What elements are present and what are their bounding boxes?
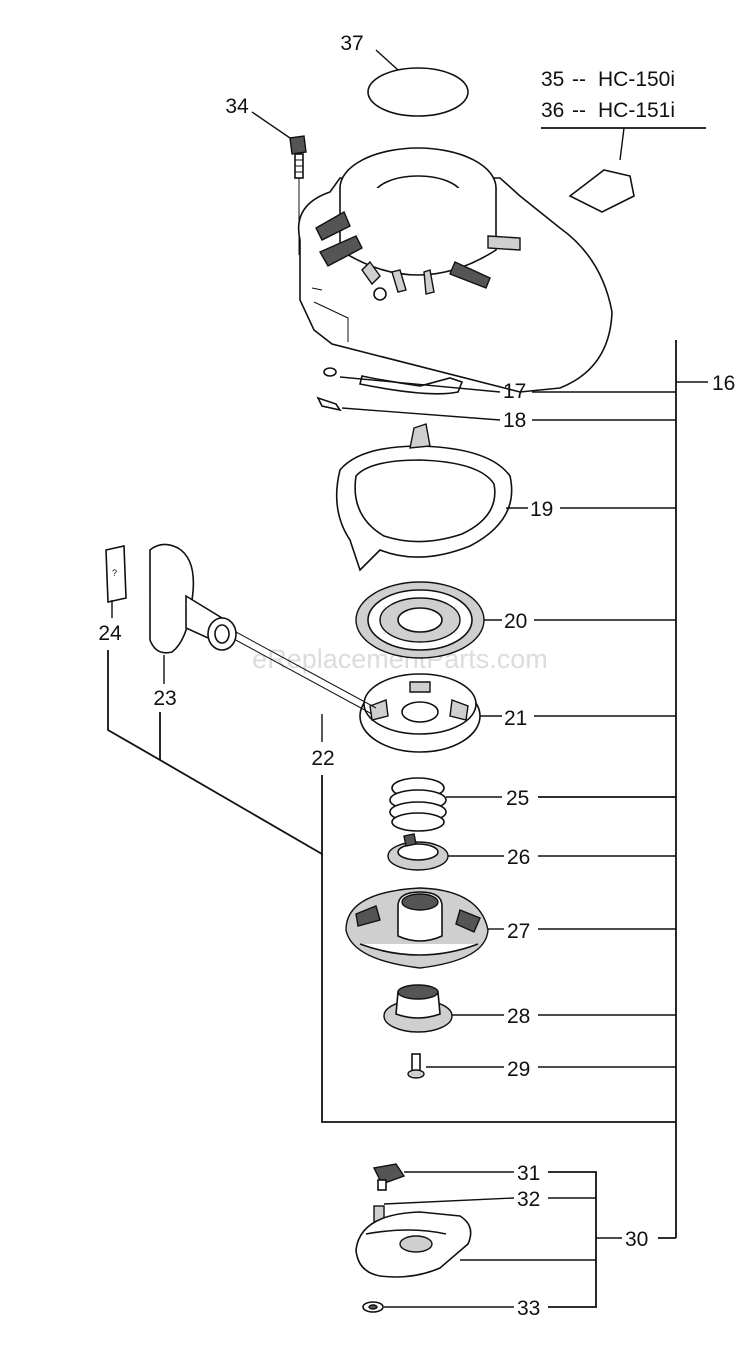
part-28-drive-hub — [383, 984, 453, 1033]
callout-37: 37 — [340, 32, 363, 55]
variant-legend: 35 -- HC-150i 36 -- HC-151i — [541, 68, 706, 161]
callout-16: 16 — [712, 372, 735, 395]
part-19-guide-ring — [335, 423, 513, 572]
callout-34: 34 — [225, 95, 249, 118]
part-20-recoil-spring — [355, 581, 485, 659]
callout-21: 21 — [504, 707, 527, 730]
variant-36-number: 36 — [541, 99, 564, 122]
part-21-pulley — [359, 673, 481, 753]
svg-text:?: ? — [112, 568, 117, 578]
variant-35-number: 35 — [541, 68, 564, 91]
part-16-fan-housing — [297, 147, 613, 393]
callout-26: 26 — [507, 846, 530, 869]
part-23-starter-handle — [149, 543, 237, 654]
part-33-clip — [362, 1301, 384, 1313]
callout-22: 22 — [311, 747, 334, 770]
part-29-screw — [407, 1053, 425, 1079]
part-24-handle-insert: ? — [105, 545, 127, 603]
variant-36-model: HC-151i — [598, 99, 675, 122]
part-27-pawl-assembly — [345, 887, 489, 969]
variant-35-separator: -- — [572, 68, 586, 91]
part-37-gasket — [367, 67, 469, 117]
variant-36-separator: -- — [572, 99, 586, 122]
variant-35-model: HC-150i — [598, 68, 675, 91]
part-17-washer — [323, 367, 464, 395]
callout-29: 29 — [507, 1058, 530, 1081]
callout-20: 20 — [504, 610, 527, 633]
callout-33: 33 — [517, 1297, 540, 1320]
callout-32: 32 — [517, 1188, 540, 1211]
part-25-spring — [389, 777, 447, 832]
part-26-retainer — [387, 833, 449, 871]
callout-24: 24 — [98, 622, 122, 645]
callout-27: 27 — [507, 920, 530, 943]
callout-19: 19 — [530, 498, 553, 521]
callout-25: 25 — [506, 787, 529, 810]
part-35-36-decal — [568, 169, 635, 213]
callout-30: 30 — [625, 1228, 648, 1251]
part-18-pin — [316, 396, 342, 412]
part-31-knob — [372, 1163, 406, 1191]
part-34-bolt — [289, 135, 307, 255]
callout-23: 23 — [153, 687, 176, 710]
callout-28: 28 — [507, 1005, 530, 1028]
part-22-starter-rope — [231, 631, 377, 715]
callout-18: 18 — [503, 409, 526, 432]
callout-31: 31 — [517, 1162, 540, 1185]
part-30-guard — [355, 1211, 472, 1278]
callout-17: 17 — [503, 380, 526, 403]
